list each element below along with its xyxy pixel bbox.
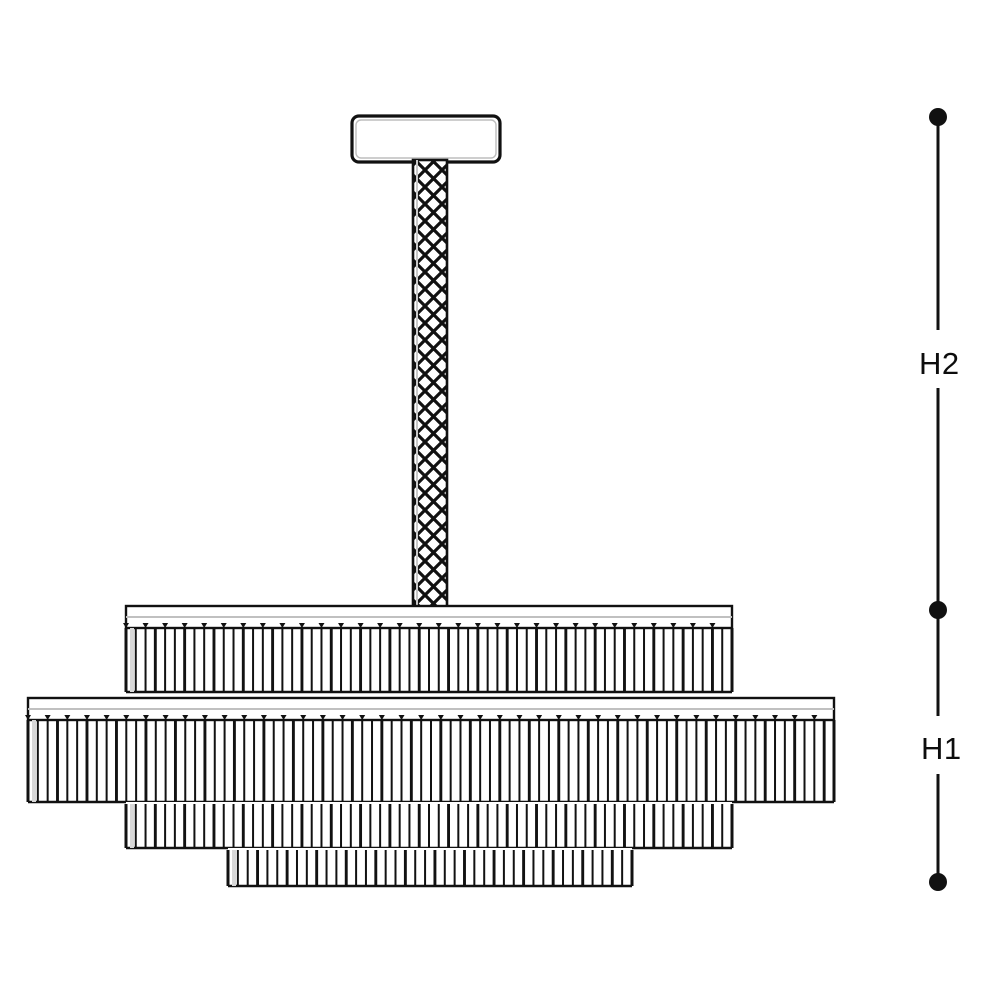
dimension-endpoint-marker-1 [929, 108, 947, 126]
braided-suspension-rod [411, 158, 449, 612]
dimension-label-h2: H2 [919, 346, 960, 381]
dimension-endpoint-marker-2 [929, 601, 947, 619]
dimension-label-h1: H1 [921, 731, 962, 766]
tier-3 [124, 802, 734, 850]
crystal-tiers [25, 604, 836, 888]
tier-4 [226, 848, 634, 888]
tier-2 [25, 696, 836, 804]
ceiling-canopy [350, 114, 502, 164]
dimension-line [929, 108, 947, 891]
tier-1 [123, 604, 734, 694]
dimension-endpoint-marker-3 [929, 873, 947, 891]
